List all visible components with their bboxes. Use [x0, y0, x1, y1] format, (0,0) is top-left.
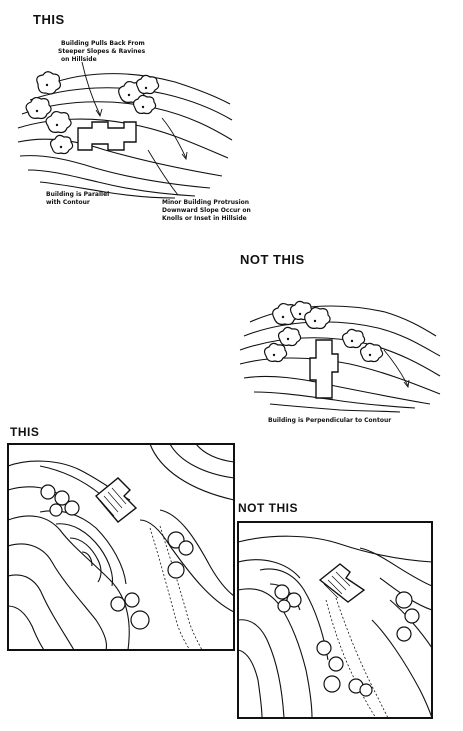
- tree-icon: [304, 306, 331, 330]
- building-bottom-this: [95, 477, 138, 523]
- heading-top-not-this: NOT THIS: [240, 252, 305, 267]
- tree-icon: [286, 592, 302, 608]
- tree-icon: [328, 656, 344, 672]
- tree-icon: [359, 683, 373, 697]
- callout-text-pulls-back-line-3: on Hillside: [61, 56, 97, 63]
- building-parallel-top: [77, 121, 137, 151]
- callout-text-parallel-line-1: Building is Parallel: [46, 191, 109, 198]
- callout-text-pulls-back-line-2: Steeper Slopes & Ravines: [58, 48, 146, 55]
- building-perpendicular-top: [309, 339, 339, 399]
- site-plan-bottom-not-this: [237, 521, 433, 719]
- tree-icon: [110, 596, 126, 612]
- building-bottom-not-this: [318, 563, 366, 603]
- caption-perpendicular: Building is Perpendicular to Contour: [268, 417, 391, 424]
- callout-text-protrusion-line-3: Knolls or Inset in Hillside: [162, 215, 247, 222]
- heading-bottom-this: THIS: [10, 425, 39, 439]
- trees-top-not-this: [263, 300, 384, 363]
- callout-text-protrusion-line-2: Downward Slope Occur on: [162, 207, 251, 214]
- tree-icon: [25, 96, 52, 120]
- trees-bottom-not-this: [274, 584, 420, 697]
- tree-icon: [130, 610, 150, 630]
- trees-top-this: [25, 71, 160, 155]
- callout-arrows-top-this: [81, 61, 188, 196]
- tree-icon: [323, 675, 341, 693]
- site-plan-bottom-this: [7, 443, 235, 651]
- callout-text-protrusion-line-1: Minor Building Protrusion: [162, 199, 249, 206]
- tree-icon: [49, 503, 63, 517]
- tree-icon: [40, 484, 56, 500]
- tree-icon: [135, 74, 160, 95]
- callout-arrow-top-not-this: [383, 349, 410, 389]
- contour-lines-bottom-this: [7, 443, 235, 651]
- tree-icon: [132, 94, 157, 115]
- trees-bottom-this: [40, 484, 194, 630]
- callout-text-pulls-back-line-1: Building Pulls Back From: [61, 40, 145, 47]
- tree-icon: [167, 561, 185, 579]
- tree-icon: [49, 134, 74, 155]
- tree-icon: [124, 592, 140, 608]
- tree-icon: [178, 540, 194, 556]
- tree-icon: [359, 342, 384, 363]
- tree-icon: [395, 591, 413, 609]
- tree-icon: [274, 584, 290, 600]
- tree-icon: [404, 608, 420, 624]
- tree-icon: [316, 640, 332, 656]
- tree-icon: [263, 342, 288, 363]
- heading-bottom-not-this: NOT THIS: [238, 501, 298, 515]
- tree-icon: [277, 599, 291, 613]
- tree-icon: [45, 110, 72, 134]
- heading-top-this: THIS: [33, 12, 65, 27]
- tree-icon: [396, 626, 412, 642]
- tree-icon: [36, 71, 62, 95]
- tree-icon: [64, 500, 80, 516]
- tree-icon: [341, 328, 366, 349]
- tree-icon: [277, 326, 302, 347]
- callout-text-parallel-line-2: with Contour: [46, 199, 90, 206]
- tree-icon: [54, 490, 70, 506]
